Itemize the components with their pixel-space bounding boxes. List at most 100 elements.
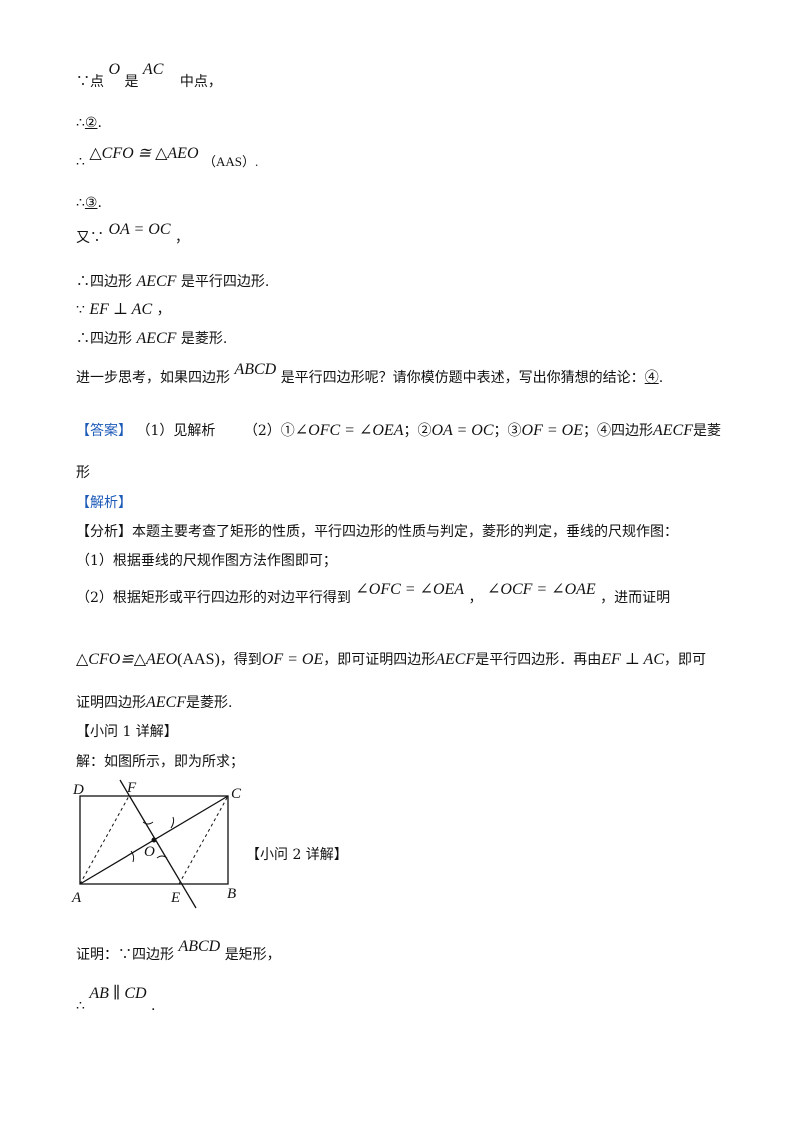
math-congruence: △CFO ≅ △AEO	[89, 145, 199, 162]
text-aas: （AAS）.	[202, 154, 259, 169]
label-a: A	[71, 890, 82, 906]
proof2-line-1: 证明：∵四边形 ABCD 是矩形，	[76, 938, 281, 965]
math-aecf: AECF	[652, 422, 693, 439]
math-of-oe: OF = OE	[261, 651, 324, 668]
text: .	[97, 195, 102, 211]
label-b: B	[227, 886, 236, 902]
text: 证明：∵四边形	[76, 947, 174, 963]
text: ∴四边形	[76, 331, 132, 347]
math-aecf: AECF	[136, 330, 177, 347]
blank-2: ②	[84, 115, 98, 131]
text: ，	[468, 590, 483, 606]
text: ∵点	[76, 74, 104, 90]
analysis-summary: 【分析】本题主要考查了矩形的性质，平行四边形的性质与判定，菱形的判定，垂线的尺规…	[76, 524, 678, 540]
text: ∵	[76, 302, 85, 318]
proof-line-5: 又∵ OA = OC ，	[76, 221, 189, 248]
dashed-ec	[178, 795, 229, 885]
therefore: ∴	[76, 115, 85, 131]
math-angle-eq: ∠OFC = ∠OEA	[294, 422, 404, 439]
text: 是菱	[692, 423, 721, 439]
proof-line-2: ∴②.	[76, 113, 102, 133]
text: ，得到	[219, 652, 262, 668]
math-oa-oc: OA = OC	[431, 422, 494, 439]
blank-3: ③	[84, 195, 98, 211]
text: ，	[156, 302, 171, 318]
text: .	[97, 115, 102, 131]
math-o: O	[108, 61, 121, 78]
arc-mark	[156, 855, 168, 859]
therefore: ∴	[76, 154, 85, 170]
text: 形	[76, 465, 90, 481]
answer-line: 【答案】 （1）见解析 （2）①∠OFC = ∠OEA；②OA = OC；③OF…	[76, 421, 721, 441]
text: 是菱形.	[186, 695, 233, 711]
arc-mark	[130, 850, 135, 863]
proof-line-7: ∵ EF ⊥ AC ，	[76, 300, 171, 320]
math-ab-parallel-cd: AB ∥ CD	[89, 985, 147, 1002]
arc-mark	[170, 816, 175, 829]
text: 证明四边形	[76, 695, 146, 711]
text: ，	[174, 230, 189, 246]
math-of-oe: OF = OE	[521, 422, 583, 439]
proof-line-4: ∴③.	[76, 193, 102, 213]
perpendicular-ef	[119, 779, 197, 909]
proof-line-3: ∴ △CFO ≅ △AEO （AAS）.	[76, 145, 259, 172]
therefore: ∴	[76, 998, 85, 1014]
answer-part-2: （2）①	[243, 423, 295, 439]
text: ，即可	[664, 652, 706, 668]
math-ef-perp-ac: EF ⊥ AC	[601, 651, 664, 668]
answer-wrap: 形	[76, 463, 90, 483]
analysis-step-2-end: 证明四边形AECF是菱形.	[76, 693, 232, 713]
text: ，即可证明四边形	[323, 652, 436, 668]
text: 是矩形，	[224, 947, 281, 963]
proof-line-8: ∴四边形 AECF 是菱形.	[76, 329, 227, 349]
text: ，进而证明	[600, 590, 671, 606]
rectangle-abcd	[79, 795, 229, 885]
dashed-af	[79, 795, 130, 885]
math-aecf: AECF	[435, 651, 476, 668]
math-abcd: ABCD	[234, 361, 277, 378]
q1-title: 【小问 1 详解】	[76, 724, 178, 740]
analysis-step-1: （1）根据垂线的尺规作图方法作图即可；	[76, 553, 337, 569]
math-oa-oc: OA = OC	[108, 221, 171, 238]
proof2-line-2: ∴ AB ∥ CD .	[76, 985, 156, 1016]
label-f: F	[126, 780, 137, 796]
analysis-tag: 【解析】	[76, 495, 132, 511]
text: 是平行四边形呢？请你模仿题中表述，写出你猜想的结论：	[280, 370, 645, 386]
text: 是平行四边形.	[180, 274, 270, 290]
math-ef-perp-ac: EF ⊥ AC	[89, 301, 153, 318]
math-aecf: AECF	[136, 273, 177, 290]
q1-text: 解：如图所示，即为所求；	[76, 754, 244, 770]
answer-tag: 【答案】	[76, 423, 132, 439]
blank-4: ④	[644, 370, 659, 386]
analysis-step-2-cont: △CFO≌△AEO(AAS)，得到OF = OE，即可证明四边形AECF是平行四…	[76, 650, 706, 670]
proof-line-9: 进一步思考，如果四边形 ABCD 是平行四边形呢？请你模仿题中表述，写出你猜想的…	[76, 361, 663, 388]
math-aecf: AECF	[146, 694, 186, 711]
label-o: O	[144, 844, 155, 860]
text-aas: (AAS)	[177, 651, 220, 668]
proof-line-1: ∵点 O 是 AC 中点，	[76, 61, 222, 92]
therefore: ∴	[76, 195, 85, 211]
text: 进一步思考，如果四边形	[76, 370, 230, 386]
text: 中点，	[179, 74, 222, 90]
text: 是平行四边形．再由	[475, 652, 602, 668]
label-d: D	[72, 782, 84, 798]
math-abcd: ABCD	[178, 938, 221, 955]
text: .	[151, 998, 156, 1014]
label-c: C	[231, 786, 242, 802]
math-angle-1: ∠OFC = ∠OEA	[355, 581, 465, 598]
text: 是菱形.	[180, 331, 228, 347]
math-congruence: △CFO≌△AEO	[76, 651, 178, 668]
analysis-step-2: （2）根据矩形或平行四边形的对边平行得到 ∠OFC = ∠OEA ， ∠OCF …	[76, 581, 671, 608]
math-angle-2: ∠OCF = ∠OAE	[486, 581, 596, 598]
text: ∴四边形	[76, 274, 132, 290]
text: ；②	[403, 423, 432, 439]
text: ；③	[493, 423, 522, 439]
text: 又∵	[76, 230, 104, 246]
math-ac: AC	[142, 61, 164, 78]
answer-part-1: （1）见解析	[136, 423, 216, 439]
geometry-figure: D F C O A E B	[71, 779, 242, 909]
point-o	[151, 837, 157, 843]
text: ；④四边形	[582, 423, 653, 439]
text: （2）根据矩形或平行四边形的对边平行得到	[76, 590, 351, 606]
label-e: E	[170, 890, 180, 906]
